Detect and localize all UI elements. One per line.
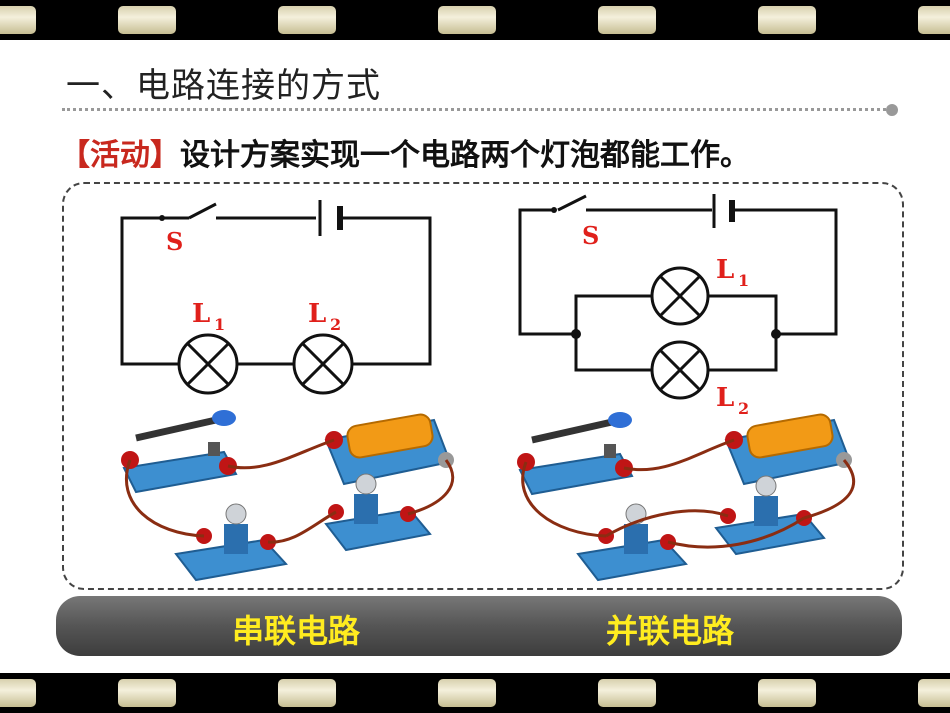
parallel-lamp2-sub: 2 [738,399,749,418]
parallel-lamp1-label: L [716,255,734,285]
film-strip-top [0,0,950,40]
circuit-illustrations: S L 1 L 2 [120,194,855,582]
lamp-symbol [177,333,239,395]
parallel-lamp1-sub: 1 [738,271,749,290]
switch-symbol [188,202,217,220]
lamp-holder-icon [714,475,826,556]
parallel-switch-label: S [582,221,599,250]
film-hole [598,6,656,34]
slide: 一、电路连接的方式 【活动】设计方案实现一个电路两个灯泡都能工作。 [0,40,950,673]
film-hole [0,6,36,34]
series-wires [124,438,455,544]
divider-end-dot [886,104,898,116]
film-hole [118,679,176,707]
film-hole [278,679,336,707]
film-hole [918,6,950,34]
circuit-panel: S L 1 L 2 [62,182,904,590]
lamp-symbol [292,333,354,395]
film-strip-bottom [0,673,950,713]
film-hole [0,679,36,707]
series-lamp1-label: L [192,299,210,329]
film-hole [918,679,950,707]
lamp-holder-icon [174,503,288,582]
parallel-physical-setup [517,412,855,582]
lamp-symbol [650,266,710,326]
film-hole [118,6,176,34]
film-hole [758,679,816,707]
parallel-lamp2-label: L [716,383,734,413]
series-schematic [120,200,432,395]
film-hole [758,6,816,34]
switch-pivot [551,207,557,213]
activity-text: 设计方案实现一个电路两个灯泡都能工作。 [180,138,750,173]
junction-dot [571,329,581,339]
title-divider [62,108,892,111]
series-lamp2-label: L [308,299,326,329]
parallel-schematic [518,194,838,400]
battery-photo-icon [724,413,852,486]
series-physical-setup [121,410,455,582]
parallel-circuit-label: 并联电路 [606,612,735,650]
junction-dot [771,329,781,339]
parallel-wires [521,438,855,549]
series-lamp2-sub: 2 [330,315,341,334]
film-hole [278,6,336,34]
switch-symbol [557,194,587,212]
series-lamp1-sub: 1 [214,315,225,334]
lamp-holder-icon [324,473,432,552]
switch-pivot [159,215,165,221]
knife-switch-icon [121,410,238,494]
footer-bar: 串联电路 并联电路 [56,596,902,656]
film-hole [598,679,656,707]
series-switch-label: S [166,227,183,256]
activity-line: 【活动】设计方案实现一个电路两个灯泡都能工作。 [60,130,750,174]
page-title: 一、电路连接的方式 [66,66,381,106]
lamp-symbol [650,340,710,400]
activity-tag: 【活动】 [60,138,180,173]
knife-switch-icon [517,412,634,496]
battery-photo-icon [324,413,454,486]
film-hole [438,6,496,34]
film-hole [438,679,496,707]
lamp-holder-icon [576,503,688,582]
series-circuit-label: 串联电路 [232,612,361,650]
